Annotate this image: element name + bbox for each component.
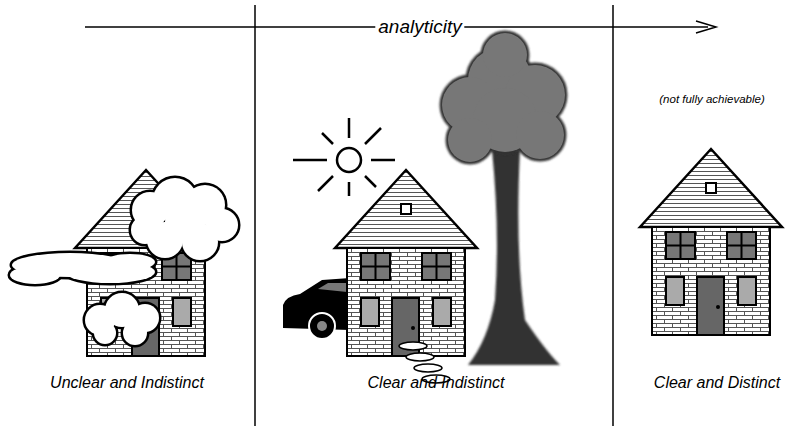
divider [612, 5, 614, 426]
house [335, 170, 477, 356]
divider [254, 5, 256, 426]
note: (not fully achievable) [659, 93, 764, 106]
panel-caption: Clear and Distinct [654, 374, 780, 392]
panel-caption: Unclear and Indistinct [50, 374, 204, 392]
car [283, 278, 350, 339]
house [640, 149, 782, 335]
sun [293, 118, 395, 196]
arrow-head [696, 21, 716, 33]
panel-caption: Clear and Indistinct [368, 374, 505, 392]
axis-label: analyticity [375, 17, 464, 38]
cloud [10, 178, 238, 345]
